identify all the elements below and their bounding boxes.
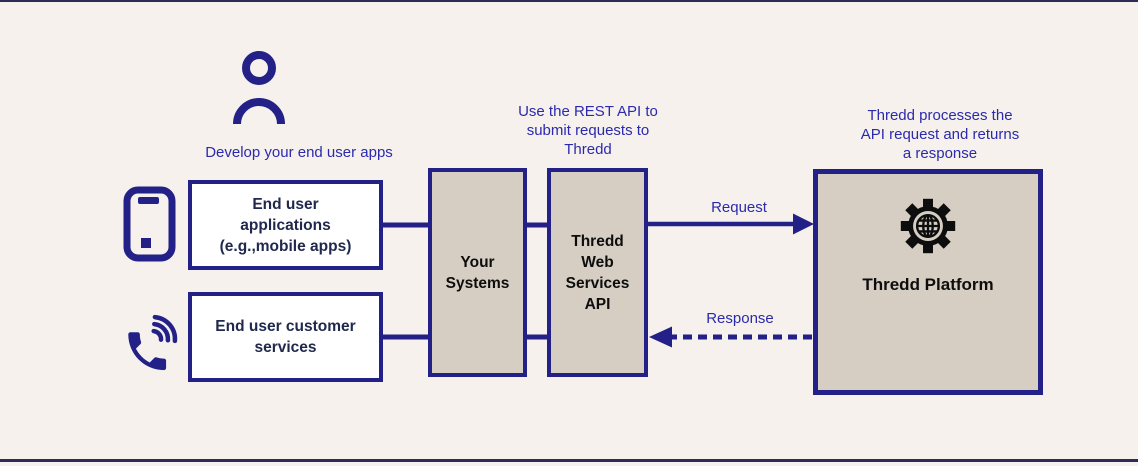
request-label: Request bbox=[711, 199, 767, 216]
response-arrow bbox=[649, 326, 812, 348]
thredd-processes-line2: API request and returns bbox=[860, 126, 1020, 143]
end-user-services-box: End user customer services bbox=[188, 292, 383, 382]
thredd-platform-box: Thredd Platform bbox=[813, 169, 1043, 395]
use-rest-api-line3: Thredd bbox=[564, 141, 612, 158]
thredd-api-line2: Web bbox=[581, 253, 614, 271]
use-rest-api-line2: submit requests to bbox=[526, 122, 650, 139]
gear-globe-icon bbox=[899, 197, 957, 255]
your-systems-line1: Your bbox=[460, 253, 495, 271]
response-label: Response bbox=[706, 310, 774, 327]
signal-waves-icon bbox=[151, 314, 178, 344]
your-systems-box: Your Systems bbox=[428, 168, 527, 377]
request-arrow bbox=[648, 213, 814, 235]
thredd-processes-line1: Thredd processes the bbox=[867, 107, 1013, 124]
thredd-processes-line3: a response bbox=[902, 145, 978, 162]
end-user-apps-line3: (e.g.,mobile apps) bbox=[219, 237, 352, 255]
phone-call-icon bbox=[120, 308, 184, 372]
bottom-edge-line bbox=[0, 459, 1138, 462]
thredd-api-line4: API bbox=[584, 295, 611, 313]
request-arrowhead-icon bbox=[793, 213, 814, 235]
thredd-web-services-api-box: Thredd Web Services API bbox=[547, 168, 648, 377]
globe-icon bbox=[915, 213, 941, 239]
end-user-apps-line1: End user bbox=[252, 195, 319, 213]
end-user-apps-box: End user applications (e.g.,mobile apps) bbox=[188, 180, 383, 270]
thredd-processes-annotation: Thredd processes the API request and ret… bbox=[825, 106, 1055, 163]
end-user-services-line1: End user customer bbox=[215, 318, 356, 335]
use-rest-api-line1: Use the REST API to bbox=[518, 103, 658, 120]
person-icon bbox=[232, 50, 286, 128]
top-edge-line bbox=[0, 0, 1138, 2]
thredd-platform-label: Thredd Platform bbox=[862, 275, 994, 294]
end-user-services-line2: services bbox=[254, 339, 317, 356]
thredd-api-line1: Thredd bbox=[571, 232, 624, 250]
your-systems-line2: Systems bbox=[445, 274, 510, 292]
use-rest-api-annotation: Use the REST API to submit requests to T… bbox=[496, 102, 680, 159]
mobile-phone-icon bbox=[123, 186, 176, 262]
end-user-apps-line2: applications bbox=[240, 216, 331, 234]
develop-apps-annotation: Develop your end user apps bbox=[205, 144, 393, 161]
response-arrowhead-icon bbox=[649, 326, 672, 348]
thredd-api-line3: Services bbox=[565, 274, 630, 292]
